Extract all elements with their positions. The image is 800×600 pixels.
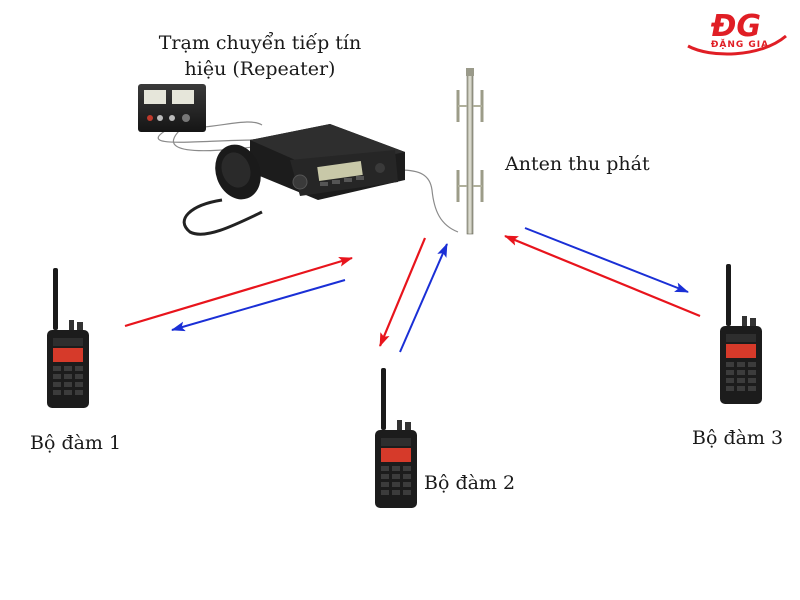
antenna-label: Anten thu phát [505,153,650,175]
brand-mark: ĐG [710,9,761,44]
microphone [182,144,263,236]
radio-1 [47,268,89,408]
arrow-radio3-downlink [524,227,689,293]
arrow-radio1-downlink [171,279,346,332]
power-supply-unit [138,84,206,132]
arrow-radio2-uplink [399,243,448,353]
repeater-label-line1: Trạm chuyển tiếp tín [158,32,362,54]
radio-2 [375,368,417,508]
brand-logo: ĐG [687,9,787,56]
arrow-radio2-downlink [378,237,427,347]
antenna [456,68,484,235]
repeater-unit [250,124,405,200]
radio-1-label: Bộ đàm 1 [30,432,122,454]
radio-3-label: Bộ đàm 3 [692,427,784,449]
radio-2-label: Bộ đàm 2 [424,472,516,494]
brand-name: ĐẶNG GIA [710,40,770,50]
repeater-label: Trạm chuyển tiếp tín hiệu (Repeater) [130,30,390,82]
arrow-radio3-uplink [504,234,701,318]
radio-3 [720,264,762,404]
arrow-radio1-uplink [124,256,353,328]
repeater-label-line2: hiệu (Repeater) [184,58,336,80]
